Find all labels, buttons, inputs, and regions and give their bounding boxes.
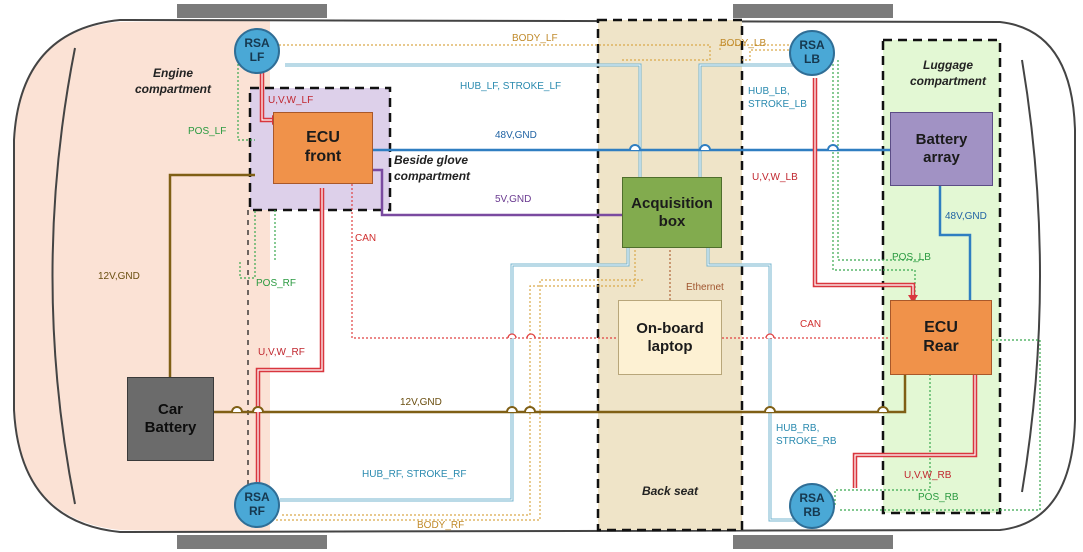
back-seat-label: Back seat (641, 484, 699, 498)
ecu-rear-box[interactable]: ECU Rear (890, 300, 992, 375)
hub-rf-label: HUB_RF, STROKE_RF (362, 469, 467, 480)
rear-window-line (1021, 59, 1041, 493)
uvw-rf-label: U,V,W_RF (258, 347, 305, 358)
power-12v-wires (168, 173, 907, 414)
pos-lf-label: POS_LF (188, 126, 227, 137)
wire-crossing-hops (629, 144, 839, 151)
tire-right-front (177, 535, 327, 549)
windshield-line (51, 47, 76, 505)
uvw-lf-label: U,V,W_LF (268, 95, 314, 106)
uvw-lb-label: U,V,W_LB (752, 172, 798, 183)
tire-left-front (177, 4, 327, 18)
hub-lb-label: HUB_LB, STROKE_LB (748, 86, 807, 110)
rsa-rb-actuator[interactable]: RSA RB (789, 483, 835, 529)
ethernet-label: Ethernet (686, 282, 724, 293)
power-12v-bottom-label: 12V,GND (400, 397, 442, 408)
pos-wires (237, 60, 1041, 511)
can-wires (351, 180, 890, 339)
power-48v-right-label: 48V,GND (945, 211, 987, 222)
pos-rb-label: POS_RB (918, 492, 959, 503)
body-lb-label: BODY_LB (720, 38, 767, 49)
hub-lf-label: HUB_LF, STROKE_LF (460, 81, 562, 92)
rsa-lf-actuator[interactable]: RSA LF (234, 28, 280, 74)
tire-left-back (733, 4, 893, 18)
rsa-rf-actuator[interactable]: RSA RF (234, 482, 280, 528)
onboard-laptop-box[interactable]: On-board laptop (618, 300, 722, 375)
hub-rb-label: HUB_RB, STROKE_RB (776, 423, 837, 447)
battery-array-box[interactable]: Battery array (890, 112, 993, 186)
can-left-label: CAN (355, 233, 377, 244)
body-lf-label: BODY_LF (512, 33, 558, 44)
tire-right-back (733, 535, 893, 549)
uvw-rb-label: U,V,W_RB (904, 470, 952, 481)
power-5v-label: 5V,GND (495, 194, 532, 205)
ecu-front-box[interactable]: ECU front (273, 112, 373, 184)
power-48v-top-label: 48V,GND (495, 130, 537, 141)
can-right-label: CAN (800, 319, 822, 330)
car-body-outline (13, 18, 1076, 534)
body-rf-label: BODY_RF (417, 520, 465, 531)
rsa-lb-actuator[interactable]: RSA LB (789, 30, 835, 76)
power-5v-wire (373, 168, 622, 217)
car-battery-box[interactable]: Car Battery (127, 377, 214, 461)
power-12v-left-label: 12V,GND (98, 271, 140, 282)
pos-rf-label: POS_RF (256, 278, 297, 289)
engine-compartment-label: Engine compartment (134, 66, 211, 96)
pos-lb-label: POS_LB (892, 252, 931, 263)
luggage-compartment-zone (881, 38, 1002, 515)
luggage-compartment-label: Luggage compartment (909, 58, 986, 88)
acquisition-box[interactable]: Acquisition box (622, 177, 722, 248)
glove-compartment-label: Beside glove compartment (394, 153, 471, 183)
